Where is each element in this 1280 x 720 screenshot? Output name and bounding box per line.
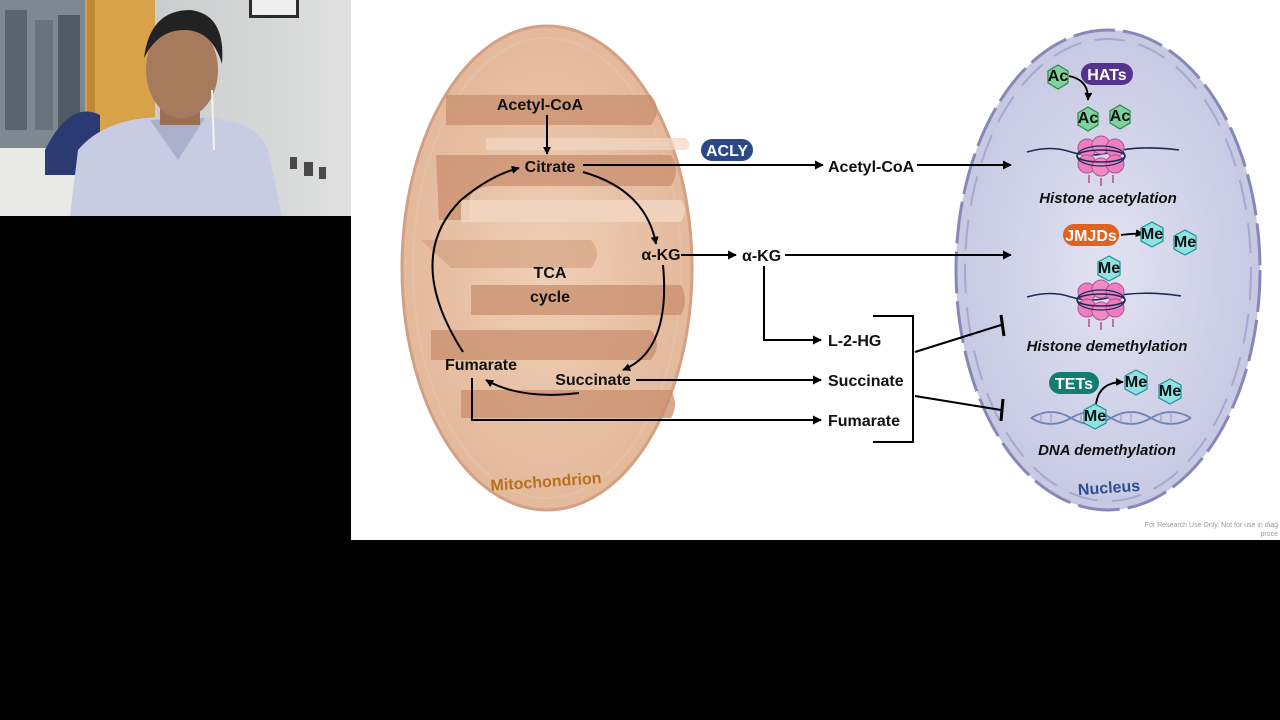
tca-title-line2: cycle <box>530 289 570 306</box>
cytosol-succinate: Succinate <box>828 373 904 390</box>
me-hex-dna-bound: Me <box>1083 403 1107 430</box>
svg-text:Me: Me <box>1174 234 1196 251</box>
dna-helix <box>1030 411 1192 425</box>
tca-acetyl-coa: Acetyl-CoA <box>497 97 584 114</box>
jmjds-label: JMJDs <box>1065 228 1117 245</box>
tca-succinate: Succinate <box>555 372 631 389</box>
cytosol-acetyl-coa: Acetyl-CoA <box>828 159 915 176</box>
svg-text:Me: Me <box>1159 383 1181 400</box>
svg-text:Me: Me <box>1098 260 1120 277</box>
tca-fumarate: Fumarate <box>445 357 517 374</box>
cytosol-l2hg: L-2-HG <box>828 333 881 350</box>
ac-hex-bound-2: Ac <box>1109 104 1131 130</box>
me-hex-dna-released-1: Me <box>1124 369 1148 396</box>
mitochondrion: Mitochondrion <box>400 24 694 512</box>
dna-demethylation-panel: TETs Me Me Me <box>1030 369 1192 459</box>
tca-akg: α-KG <box>641 247 680 264</box>
disclaimer-line1: For Research Use Only. Not for use in di… <box>1144 522 1278 529</box>
svg-text:Me: Me <box>1084 408 1106 425</box>
tets-label: TETs <box>1055 376 1093 393</box>
me-hex-released-1: Me <box>1140 221 1164 248</box>
cytosol-fumarate: Fumarate <box>828 413 900 430</box>
acly-enzyme: ACLY <box>701 139 753 161</box>
me-hex-dna-released-2: Me <box>1158 378 1182 405</box>
ac-hex-bound-1: Ac <box>1077 106 1099 132</box>
disclaimer-line2: proce <box>1260 531 1278 538</box>
tca-title-line1: TCA <box>534 265 567 282</box>
nucleus-label: Nucleus <box>1077 478 1140 499</box>
me-hex-released-2: Me <box>1173 229 1197 256</box>
histone-acetylation-panel: HATs Ac Ac Ac Histone acetylation <box>1026 63 1180 207</box>
histone-acetylation-label: Histone acetylation <box>1039 190 1177 207</box>
tca-citrate: Citrate <box>525 159 576 176</box>
histone-demethylation-label: Histone demethylation <box>1027 338 1188 355</box>
export-arrows <box>471 160 1012 443</box>
cytosol-akg: α-KG <box>742 248 781 265</box>
tca-cycle-arrows <box>431 115 666 396</box>
acly-label: ACLY <box>706 143 748 160</box>
svg-text:Ac: Ac <box>1110 108 1131 125</box>
metabolism-epigenetics-diagram: Mitochondrion Nucleus TCA cycle Acetyl-C… <box>400 24 1262 512</box>
slide-panel: Mitochondrion Nucleus TCA cycle Acetyl-C… <box>351 0 1280 540</box>
research-use-disclaimer: For Research Use Only. Not for use in di… <box>1108 521 1278 539</box>
histone-demethylation-panel: JMJDs Me Me Me Histone demethylation <box>1027 221 1197 355</box>
dna-demethylation-label: DNA demethylation <box>1038 442 1176 459</box>
speaker-webcam-video <box>0 0 351 216</box>
me-hex-bound: Me <box>1097 255 1121 282</box>
hats-label: HATs <box>1087 67 1127 84</box>
svg-text:Ac: Ac <box>1048 68 1069 85</box>
ac-hex-free: Ac <box>1047 64 1069 90</box>
svg-text:Me: Me <box>1125 374 1147 391</box>
svg-text:Ac: Ac <box>1078 110 1099 127</box>
svg-text:Me: Me <box>1141 226 1163 243</box>
